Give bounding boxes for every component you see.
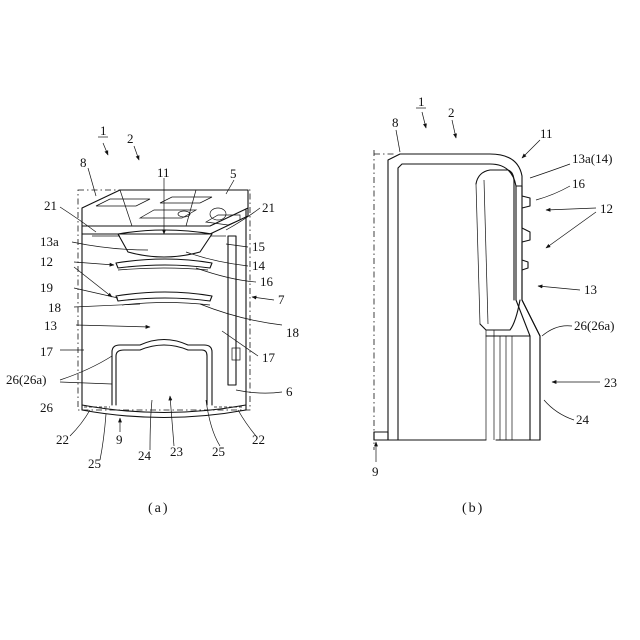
- caption-a: (a): [148, 501, 170, 516]
- label-13a: 13a: [40, 234, 59, 249]
- label-b-16: 16: [572, 176, 586, 191]
- label-b-23: 23: [604, 375, 617, 390]
- label-12: 12: [40, 254, 53, 269]
- label-21-left: 21: [44, 198, 57, 213]
- label-b-2: 2: [448, 105, 455, 120]
- label-1: 1: [100, 123, 107, 138]
- label-13: 13: [44, 318, 57, 333]
- label-b-13: 13: [584, 282, 597, 297]
- label-6: 6: [286, 384, 293, 399]
- label-5: 5: [230, 166, 237, 181]
- label-7: 7: [278, 292, 285, 307]
- lower-cup-inner: [116, 345, 207, 405]
- label-19: 19: [40, 280, 53, 295]
- label-b-13a-14: 13a(14): [572, 151, 612, 166]
- label-8: 8: [80, 155, 87, 170]
- label-18-left: 18: [48, 300, 61, 315]
- label-17-right: 17: [262, 350, 276, 365]
- label-9: 9: [116, 432, 123, 447]
- label-23: 23: [170, 444, 183, 459]
- label-2: 2: [127, 131, 134, 146]
- label-b-12: 12: [600, 201, 613, 216]
- label-b-9: 9: [372, 464, 379, 479]
- label-b-11: 11: [540, 126, 553, 141]
- figure-b-drawing: [374, 150, 540, 450]
- caption-b: (b): [462, 501, 484, 516]
- label-24: 24: [138, 448, 152, 463]
- label-22-left: 22: [56, 432, 69, 447]
- label-26-26a: 26(26a): [6, 372, 46, 387]
- label-25-left: 25: [88, 456, 101, 471]
- label-25-right: 25: [212, 444, 225, 459]
- label-b-24: 24: [576, 412, 590, 427]
- right-wall-section: [516, 186, 540, 440]
- label-b-1: 1: [418, 94, 425, 109]
- inner-core: [476, 170, 514, 300]
- outer-profile: [496, 186, 540, 440]
- rib-upper: [116, 259, 212, 268]
- label-11: 11: [157, 165, 170, 180]
- label-21-right: 21: [262, 200, 275, 215]
- section-wall: [388, 154, 522, 440]
- right-slot: [228, 236, 236, 385]
- figure-a-labels: 1 2 8 11 5 21 21 13a 15 14 12 16 19 7 18…: [6, 123, 299, 516]
- rib-lower: [116, 292, 212, 301]
- label-14: 14: [252, 258, 266, 273]
- shoulder: [480, 300, 520, 330]
- label-22-right: 22: [252, 432, 265, 447]
- label-18-right: 18: [286, 325, 299, 340]
- label-17-left: 17: [40, 344, 54, 359]
- label-15: 15: [252, 239, 265, 254]
- label-b-8: 8: [392, 115, 399, 130]
- base-curve: [82, 405, 246, 413]
- bottom-flange: [374, 432, 388, 440]
- label-16: 16: [260, 274, 274, 289]
- label-26: 26: [40, 400, 54, 415]
- figure-b-labels: 1 2 8 11 13a(14) 16 12 13 26(26a) 23 24 …: [372, 94, 617, 516]
- lower-cup: [112, 340, 212, 406]
- top-plate: [82, 190, 248, 226]
- label-b-26-26a: 26(26a): [574, 318, 614, 333]
